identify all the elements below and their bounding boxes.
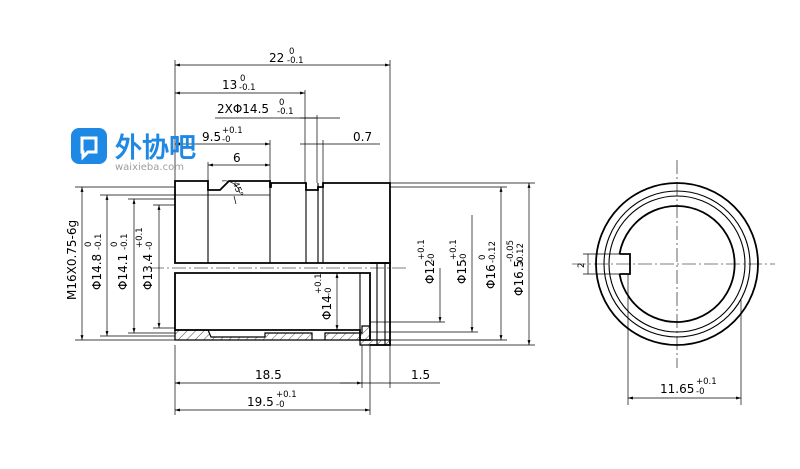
side-outline-upper [174, 180, 391, 264]
dim-15-upper: +0.1 [449, 239, 459, 260]
section-hatch [174, 325, 391, 346]
dim-19-5-lower: -0 [276, 400, 284, 410]
logo-url: waixieba.com [115, 162, 184, 173]
dim-22-upper: 0 [289, 47, 294, 57]
dim-134-text: Φ13.4 [141, 254, 155, 290]
dim-1-5-text: 1.5 [411, 368, 430, 382]
dim-19-5-upper: +0.1 [276, 390, 297, 400]
end-circle-3 [608, 195, 746, 333]
dim-12-upper: +0.1 [417, 239, 427, 260]
dim-16-5-text: Φ16.5 [512, 260, 526, 296]
dim-141-lower: -0.1 [120, 233, 130, 250]
dim-6-text: 6 [233, 151, 241, 165]
dim-19-5-text: 19.5 [247, 395, 274, 409]
dim-0-7-text: 0.7 [353, 130, 372, 144]
dim-22-text: 22 [269, 51, 284, 65]
end-width-lower: -0 [696, 387, 704, 397]
dim-16-lower: -0.12 [488, 241, 498, 263]
dim-148-lower: -0.1 [94, 233, 104, 250]
dim-141-text: Φ14.1 [116, 254, 130, 290]
dim-12-lower: -0 [427, 254, 437, 262]
end-face-lower [370, 262, 391, 346]
dim-18-5-text: 18.5 [255, 368, 282, 382]
dim-9-5-lower: -0 [222, 135, 230, 145]
dim-14-lower: -0 [324, 288, 334, 296]
logo-brand: 外协吧 [115, 133, 196, 164]
dim-14-upper: +0.1 [314, 273, 324, 294]
end-slot [619, 253, 631, 275]
dim-15-text: Φ15 [455, 259, 469, 284]
dim-16-text: Φ16 [484, 264, 498, 289]
dim-13-text: 13 [222, 78, 237, 92]
dim-groove-lower: -0.1 [277, 107, 294, 117]
dim-134-upper: +0.1 [135, 227, 145, 248]
chamfer-text: 45° [230, 181, 245, 199]
dim-thread-text: M16X0.75-6g [65, 220, 79, 300]
dim-groove-upper: 0 [279, 98, 284, 108]
chamfer-leader [233, 195, 237, 205]
side-dimensions: 22 0 -0.1 13 0 -0.1 2XΦ14.5 0 -0.1 9.5 +… [65, 47, 535, 415]
dim-14-text: Φ14 [320, 295, 334, 320]
dim-134-lower: -0 [145, 242, 155, 250]
chamfer-arc [221, 180, 241, 194]
logo-icon [80, 136, 98, 161]
end-circle-outer [595, 182, 759, 346]
dim-22-lower: -0.1 [287, 56, 304, 66]
dim-groove-text: 2XΦ14.5 [217, 102, 269, 116]
dim-9-5-upper: +0.1 [222, 126, 243, 136]
dim-15-lower: -0 [459, 254, 469, 262]
end-width-text: 11.65 [660, 382, 694, 396]
dim-12-text: Φ12 [423, 259, 437, 284]
end-circle-inner-broken [618, 205, 736, 323]
dim-9-5-text: 9.5 [202, 130, 221, 144]
end-width-upper: +0.1 [696, 377, 717, 387]
watermark-logo: 外协吧 waixieba.com [71, 128, 196, 173]
dim-16-upper: 0 [478, 255, 488, 260]
dim-141-upper: 0 [110, 242, 120, 247]
dim-13-lower: -0.1 [239, 83, 256, 93]
dim-148-upper: 0 [84, 242, 94, 247]
end-circle-2 [603, 190, 751, 338]
end-view: 2 11.65 +0.1 -0 [572, 160, 775, 405]
side-view [150, 180, 408, 346]
logo-icon-bg [71, 128, 107, 164]
dim-13-upper: 0 [240, 74, 245, 84]
dim-16-5-lower: -0.12 [516, 243, 526, 265]
dim-16-5-upper: -0.05 [506, 240, 516, 262]
dim-148-text: Φ14.8 [90, 254, 104, 290]
end-slot-text: 2 [577, 263, 587, 268]
